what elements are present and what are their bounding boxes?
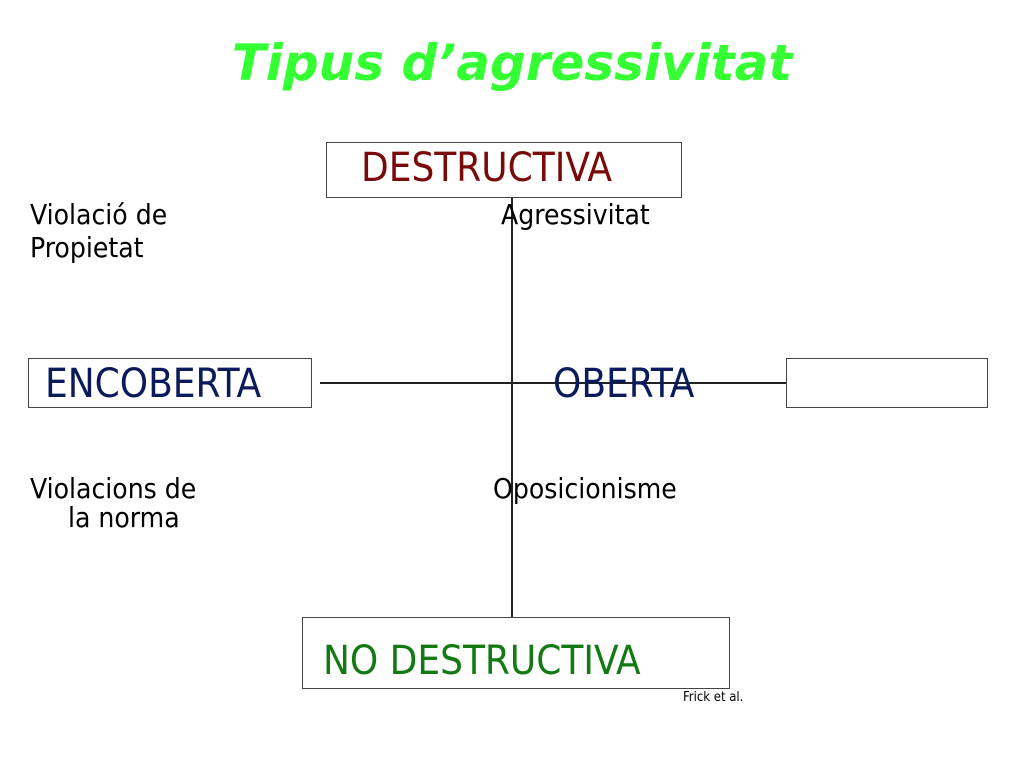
pole-bottom-label: NO DESTRUCTIVA bbox=[323, 638, 641, 684]
vertical-axis bbox=[511, 198, 513, 618]
pole-top-label: DESTRUCTIVA bbox=[361, 145, 612, 191]
quadrant-bottom-left-line-1: Violacions de bbox=[30, 472, 197, 505]
quadrant-top-left-line-1: Violació de bbox=[30, 198, 168, 231]
oberta-right-box bbox=[786, 358, 988, 408]
page-title: Tipus d’agressivitat bbox=[231, 34, 793, 92]
quadrant-top-left-label: Violació de Propietat bbox=[30, 198, 167, 264]
pole-left-label: ENCOBERTA bbox=[45, 361, 262, 407]
horizontal-axis bbox=[320, 382, 786, 384]
quadrant-top-right-label: Agressivitat bbox=[501, 198, 650, 231]
destructiva-box bbox=[326, 142, 682, 198]
quadrant-bottom-left-line-2: la norma bbox=[68, 501, 180, 535]
quadrant-top-left-line-2: Propietat bbox=[30, 231, 144, 265]
pole-right-label: OBERTA bbox=[553, 361, 695, 407]
quadrant-bottom-right-label: Oposicionisme bbox=[493, 472, 677, 505]
quadrant-bottom-left-label: Violacions de la norma bbox=[30, 472, 196, 534]
credit-text: Frick et al. bbox=[683, 690, 744, 705]
encoberta-box bbox=[28, 358, 312, 408]
no-destructiva-box bbox=[302, 617, 730, 689]
